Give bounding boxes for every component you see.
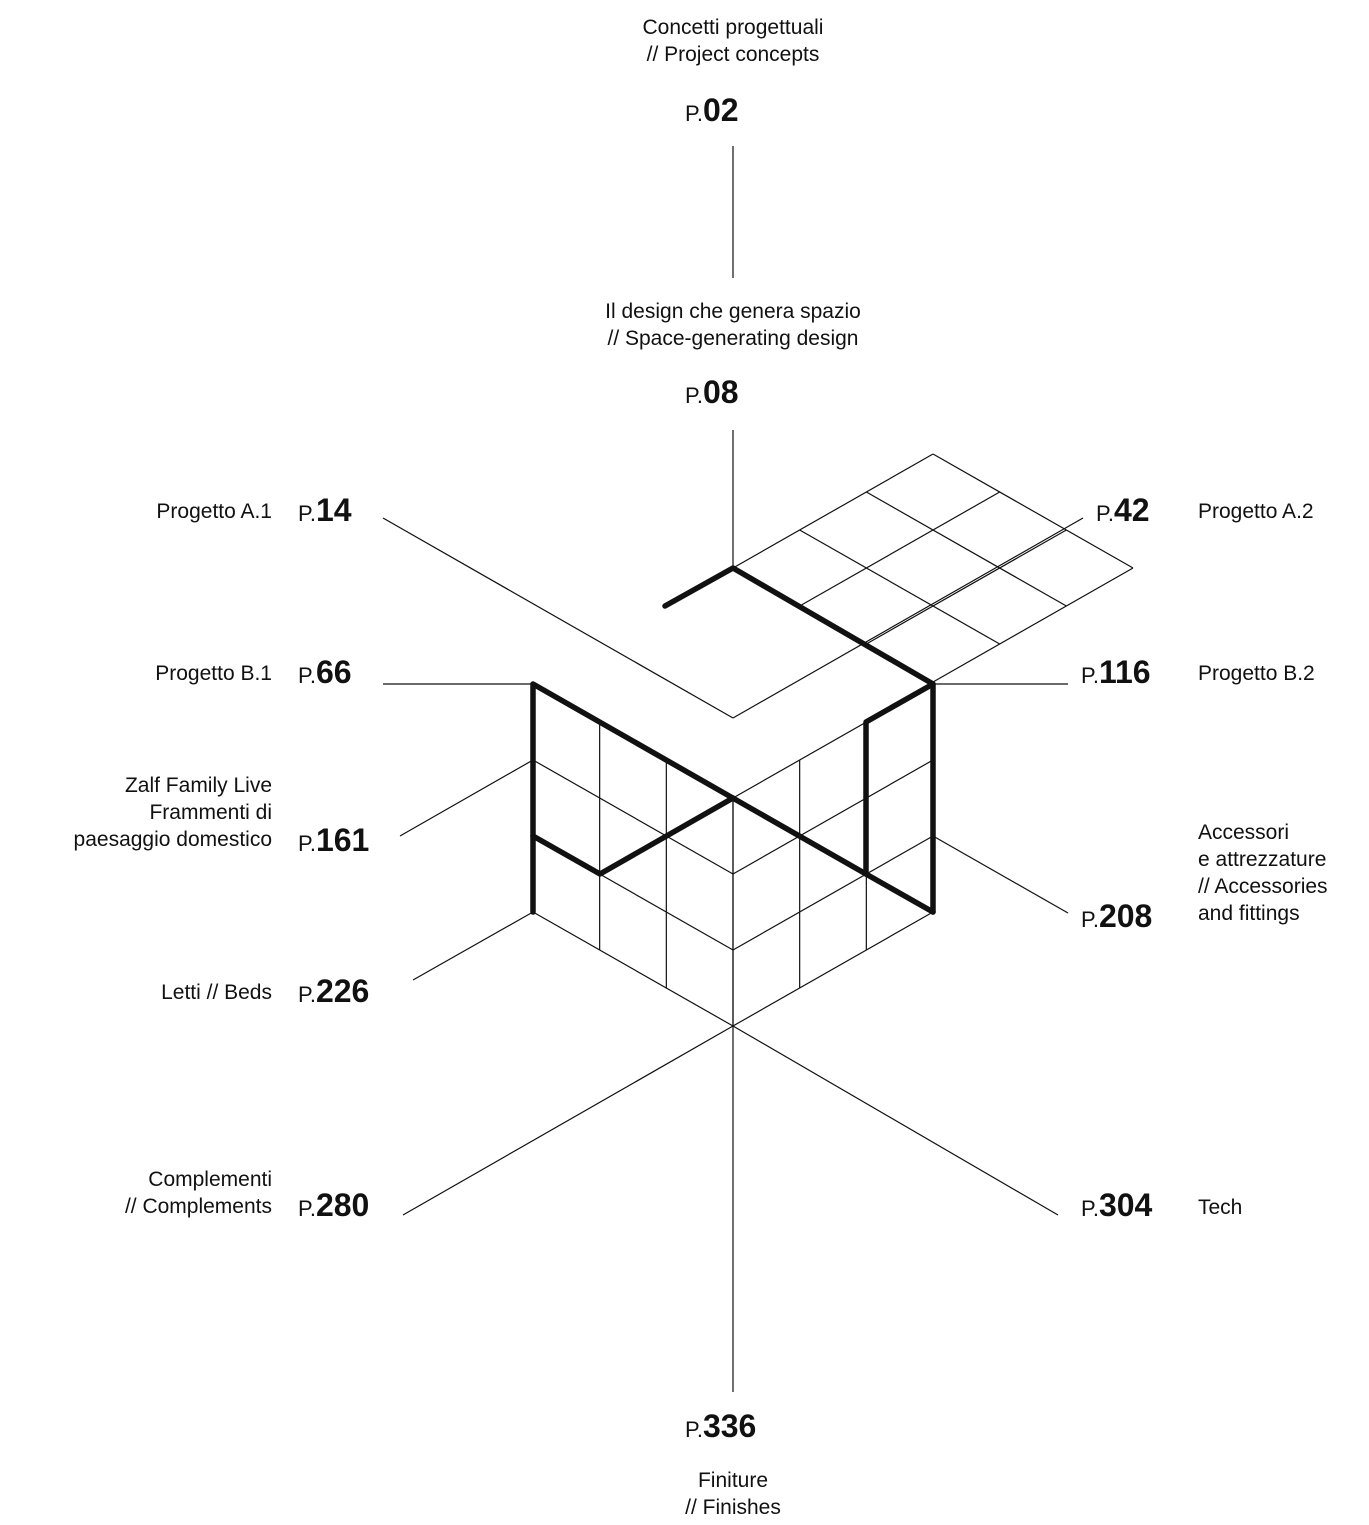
grid-line: [732, 835, 934, 951]
section-title-b2: Progetto B.2: [1198, 662, 1315, 685]
grid-line: [799, 491, 1000, 607]
page-prefix: P.: [1081, 663, 1099, 688]
grid-line: [732, 453, 934, 569]
title-line: Zalf Family Live: [124, 774, 272, 797]
title-line: // Space-generating design: [607, 327, 859, 350]
grid-line: [866, 529, 1067, 645]
title-line: Concetti progettuali: [642, 16, 824, 39]
leader-complements: [402, 1025, 734, 1216]
page-prefix: P.: [298, 1196, 316, 1221]
page-prefix: P.: [298, 501, 316, 526]
section-title-tech: Tech: [1198, 1196, 1243, 1219]
page-ref-design[interactable]: P.08: [685, 374, 739, 417]
page-prefix: P.: [685, 383, 703, 408]
page-number: 280: [315, 1187, 370, 1223]
leader-accessories: [932, 835, 1069, 914]
leader-a1: [382, 517, 734, 719]
section-title-design: Il design che genera spazio // Space-gen…: [518, 298, 948, 352]
page-ref-tech[interactable]: P.304: [1081, 1187, 1152, 1230]
section-title-a1: Progetto A.1: [156, 500, 272, 523]
page-prefix: P.: [1081, 907, 1099, 932]
page-prefix: P.: [685, 1417, 703, 1442]
page-number: 208: [1098, 898, 1153, 934]
page-ref-concepts[interactable]: P.02: [685, 92, 739, 135]
page-ref-a1[interactable]: P.14: [298, 492, 352, 535]
section-title-finishes: Finiture // Finishes: [613, 1467, 853, 1521]
page-number: 226: [315, 973, 370, 1009]
page-number: 116: [1098, 654, 1151, 690]
page-number: 336: [702, 1408, 757, 1444]
title-line: Finiture: [697, 1469, 769, 1492]
leader-family: [399, 759, 534, 837]
leader-a2: [732, 517, 1084, 719]
page-number: 14: [315, 492, 352, 528]
page-number: 66: [315, 654, 352, 690]
section-title-family: Zalf Family Live Frammenti di paesaggio …: [20, 772, 272, 853]
section-title-accessories: Accessori e attrezzature // Accessories …: [1198, 819, 1328, 927]
grid-line: [732, 911, 934, 1027]
section-title-concepts: Concetti progettuali // Project concepts: [563, 14, 903, 68]
subtitle-line: Frammenti di: [149, 801, 272, 824]
isometric-grid: [532, 453, 1134, 1027]
title-line: Complementi: [148, 1168, 272, 1191]
section-title-complements: Complementi // Complements: [40, 1166, 272, 1220]
page-ref-b1[interactable]: P.66: [298, 654, 352, 697]
page-number: 08: [702, 374, 739, 410]
bold-diagonal: [530, 681, 936, 915]
page-ref-a2[interactable]: P.42: [1096, 492, 1150, 535]
grid-line: [932, 453, 1134, 569]
title-line: // Complements: [124, 1195, 272, 1218]
page-ref-b2[interactable]: P.116: [1081, 654, 1151, 697]
grid-line: [932, 567, 1134, 683]
page-number: 42: [1113, 492, 1150, 528]
section-title-b1: Progetto B.1: [155, 662, 272, 685]
title-line: and fittings: [1198, 902, 1300, 925]
page-ref-complements[interactable]: P.280: [298, 1187, 369, 1230]
section-title-a2: Progetto A.2: [1198, 500, 1314, 523]
bold-inner-left: [530, 795, 736, 877]
page-number: 161: [315, 822, 370, 858]
grid-line: [866, 491, 1067, 607]
page-ref-accessories[interactable]: P.208: [1081, 898, 1152, 941]
bold-inner-right: [863, 681, 936, 877]
title-line: // Project concepts: [646, 43, 820, 66]
title-line: e attrezzature: [1198, 848, 1327, 871]
title-line: Il design che genera spazio: [605, 300, 861, 323]
title-line: // Accessories: [1198, 875, 1328, 898]
page-prefix: P.: [298, 982, 316, 1007]
leader-beds: [412, 911, 534, 981]
page-prefix: P.: [298, 663, 316, 688]
title-line: // Finishes: [685, 1496, 781, 1519]
page-ref-family[interactable]: P.161: [298, 822, 369, 865]
page-prefix: P.: [685, 101, 703, 126]
page-ref-finishes[interactable]: P.336: [685, 1408, 756, 1451]
title-line: Accessori: [1198, 821, 1290, 844]
page-prefix: P.: [1081, 1196, 1099, 1221]
grid-line: [799, 529, 1000, 645]
page-ref-beds[interactable]: P.226: [298, 973, 369, 1016]
page-number: 304: [1098, 1187, 1153, 1223]
grid-line: [732, 759, 934, 875]
grid-line: [532, 759, 734, 875]
page-number: 02: [702, 92, 739, 128]
subtitle-line: paesaggio domestico: [73, 828, 272, 851]
grid-line: [532, 911, 734, 1027]
leader-tech: [732, 1025, 1059, 1216]
section-title-beds: Letti // Beds: [161, 981, 272, 1004]
page-prefix: P.: [1096, 501, 1114, 526]
page-prefix: P.: [298, 831, 316, 856]
leader-lines: [382, 146, 1084, 1392]
bold-top-back: [662, 565, 936, 915]
bold-outline: [530, 565, 936, 915]
